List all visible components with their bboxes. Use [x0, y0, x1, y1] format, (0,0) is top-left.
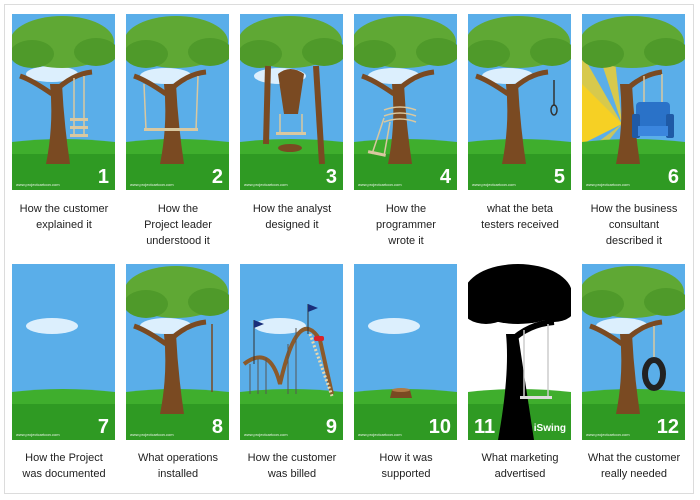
panel-5-credit: www.projectcartoon.com [472, 182, 516, 187]
panel-8-credit: www.projectcartoon.com [130, 432, 174, 437]
caption-9: How the customer was billed [232, 450, 352, 482]
panel-7: www.projectcartoon.com 7 [12, 264, 115, 440]
panel-4: www.projectcartoon.com 4 [354, 14, 457, 190]
panel-3: www.projectcartoon.com 3 [240, 14, 343, 190]
caption-line: wrote it [388, 235, 424, 247]
iswing-logo: iSwing [533, 423, 566, 434]
caption-12: What the customer really needed [574, 450, 694, 482]
panel-6-number: 6 [667, 166, 679, 188]
panel-3-illustration [240, 14, 343, 190]
cartoon-frame [4, 4, 694, 494]
caption-line: How the business [590, 203, 678, 215]
panel-9-number: 9 [325, 416, 337, 438]
caption-line: what the beta [486, 203, 554, 215]
caption-line: How the [157, 203, 199, 215]
caption-line: How the Project [25, 452, 103, 464]
caption-line: Project leader [144, 219, 212, 231]
caption-3: How the analyst designed it [232, 201, 352, 233]
caption-2: How the Project leader understood it [118, 201, 238, 249]
caption-line: What the customer [587, 452, 681, 464]
caption-line: designed it [265, 219, 319, 231]
panel-3-credit: www.projectcartoon.com [244, 182, 288, 187]
panel-10: www.projectcartoon.com 10 [354, 264, 457, 440]
panel-7-illustration [12, 264, 115, 440]
panel-10-illustration [354, 264, 457, 440]
panel-1-number: 1 [97, 166, 109, 188]
panel-1-credit: www.projectcartoon.com [16, 182, 60, 187]
caption-line: understood it [146, 235, 210, 247]
panel-12: www.projectcartoon.com 12 [582, 264, 685, 440]
caption-line: How the [385, 203, 427, 215]
panel-12-illustration [582, 264, 685, 440]
caption-line: How the analyst [252, 203, 332, 215]
panel-6: www.projectcartoon.com 6 [582, 14, 685, 190]
panel-2-illustration [126, 14, 229, 190]
caption-line: programmer [376, 219, 436, 231]
panel-8: www.projectcartoon.com 8 [126, 264, 229, 440]
caption-line: consultant [608, 219, 660, 231]
caption-7: How the Project was documented [4, 450, 124, 482]
panel-2-number: 2 [211, 166, 223, 188]
panel-3-number: 3 [325, 166, 337, 188]
caption-line: How the customer [247, 452, 337, 464]
caption-6: How the business consultant described it [574, 201, 694, 249]
panel-10-credit: www.projectcartoon.com [358, 432, 402, 437]
caption-5: what the beta testers received [460, 201, 580, 233]
caption-line: really needed [600, 468, 668, 480]
caption-line: was billed [267, 468, 317, 480]
panel-11: 11 iSwing [468, 264, 571, 440]
caption-line: How the customer [19, 203, 109, 215]
panel-7-credit: www.projectcartoon.com [16, 432, 60, 437]
panel-6-credit: www.projectcartoon.com [586, 182, 630, 187]
panel-6-illustration [582, 14, 685, 190]
panel-12-number: 12 [656, 416, 679, 438]
panel-1: www.projectcartoon.com 1 [12, 14, 115, 190]
caption-1: How the customer explained it [4, 201, 124, 233]
panel-5: www.projectcartoon.com 5 [468, 14, 571, 190]
panel-9-credit: www.projectcartoon.com [244, 432, 288, 437]
panel-2-credit: www.projectcartoon.com [130, 182, 174, 187]
caption-line: What marketing [481, 452, 559, 464]
caption-11: What marketing advertised [460, 450, 580, 482]
panel-4-illustration [354, 14, 457, 190]
caption-line: installed [157, 468, 199, 480]
panel-9: www.projectcartoon.com 9 [240, 264, 343, 440]
panel-11-number: 11 [474, 416, 496, 438]
panel-9-illustration [240, 264, 343, 440]
caption-line: advertised [494, 468, 546, 480]
caption-line: described it [605, 235, 663, 247]
caption-line: explained it [36, 219, 92, 231]
caption-10: How it was supported [346, 450, 466, 482]
panel-11-illustration [468, 264, 571, 440]
panel-8-illustration [126, 264, 229, 440]
panel-7-number: 7 [97, 416, 109, 438]
panel-8-number: 8 [211, 416, 223, 438]
caption-line: was documented [22, 468, 106, 480]
caption-line: testers received [481, 219, 559, 231]
panel-4-number: 4 [439, 166, 451, 188]
caption-4: How the programmer wrote it [346, 201, 466, 249]
panel-4-credit: www.projectcartoon.com [358, 182, 402, 187]
panel-2: www.projectcartoon.com 2 [126, 14, 229, 190]
panel-1-illustration [12, 14, 115, 190]
panel-5-illustration [468, 14, 571, 190]
panel-12-credit: www.projectcartoon.com [586, 432, 630, 437]
caption-line: What operations [137, 452, 219, 464]
caption-8: What operations installed [118, 450, 238, 482]
panel-10-number: 10 [428, 416, 451, 438]
panel-5-number: 5 [553, 166, 565, 188]
caption-line: How it was [379, 452, 433, 464]
caption-line: supported [381, 468, 431, 480]
